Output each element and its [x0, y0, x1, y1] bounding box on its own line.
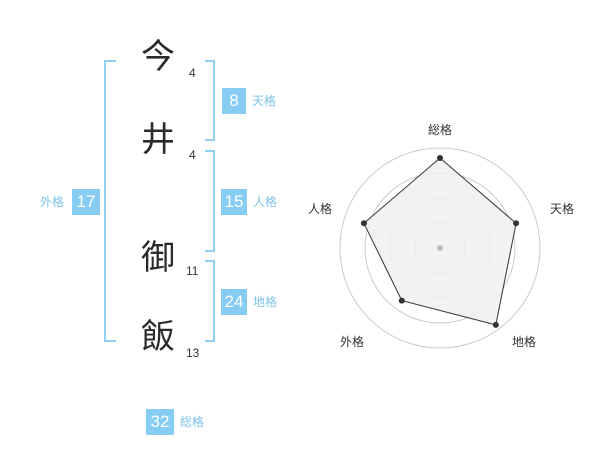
radar-point-3: [492, 321, 499, 328]
radar-points: [360, 155, 520, 328]
radar-chart: 総格 天格 地格 外格 人格: [308, 122, 574, 349]
axis-label-jinkaku: 人格: [308, 201, 332, 216]
axis-label-soukaku: 総格: [428, 122, 452, 137]
radar-ring: [339, 147, 541, 349]
gaikaku-label: 外格: [40, 195, 65, 209]
radar-point-5: [360, 220, 367, 227]
name-char-1: 今: [141, 37, 175, 77]
name-char-4: 飯: [141, 317, 175, 357]
axis-label-gaikaku: 外格: [340, 334, 364, 349]
radar-point-4: [398, 297, 405, 304]
stroke-count-2: 4: [189, 148, 196, 162]
radar-point-1: [437, 155, 443, 161]
radar-center: [437, 245, 443, 251]
jinkaku-value: 15: [221, 189, 247, 215]
chikaku-label: 地格: [253, 295, 278, 309]
chikaku-value: 24: [221, 289, 247, 315]
name-char-3: 御: [141, 238, 175, 278]
chikaku-bracket: [205, 260, 215, 342]
radar-shape: [363, 157, 517, 326]
tenkaku-value: 8: [222, 88, 246, 114]
soukaku-value: 32: [146, 409, 174, 435]
jinkaku-label: 人格: [253, 195, 278, 209]
stroke-count-3: 11: [186, 264, 199, 278]
tenkaku-label: 天格: [252, 94, 277, 108]
gaikaku-bracket: [104, 60, 116, 342]
jinkaku-bracket: [205, 150, 215, 252]
radar-point-2: [513, 220, 520, 227]
soukaku-label: 総格: [180, 415, 205, 429]
tenkaku-bracket: [205, 60, 215, 141]
axis-label-tenkaku: 天格: [550, 201, 574, 216]
axis-label-chikaku: 地格: [512, 334, 536, 349]
stroke-count-4: 13: [186, 346, 200, 360]
gaikaku-value: 17: [72, 189, 100, 215]
name-char-2: 井: [141, 120, 175, 160]
stroke-count-1: 4: [189, 66, 196, 80]
